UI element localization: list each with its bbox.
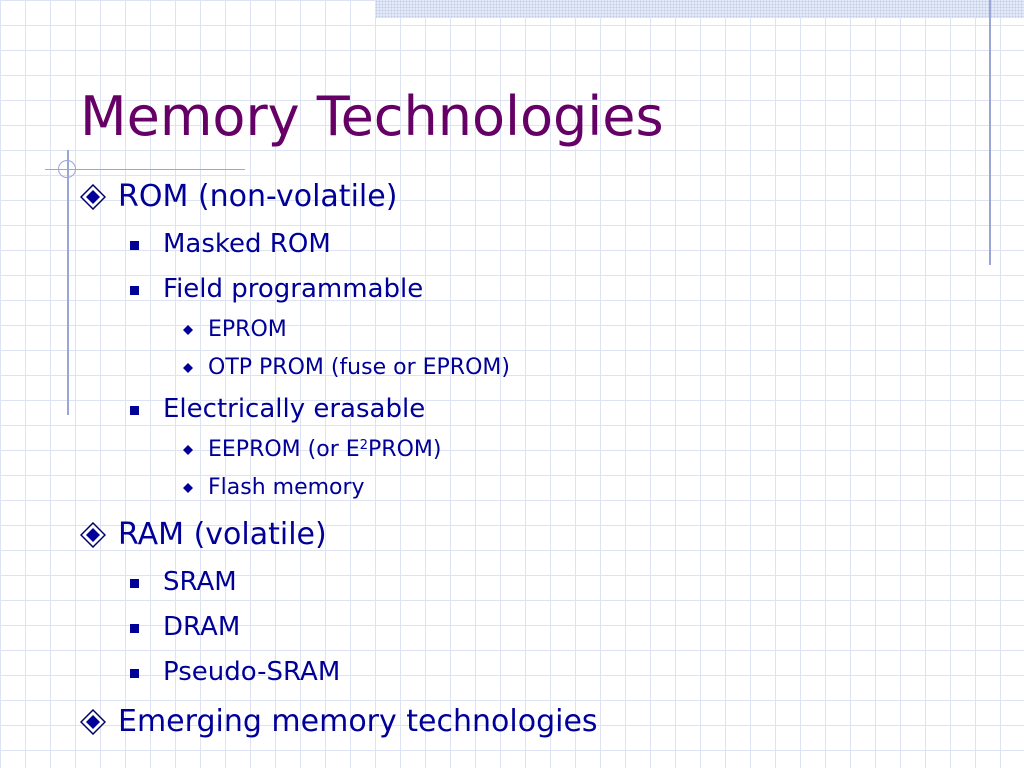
bullet-text: Emerging memory technologies [118,704,598,739]
square-bullet-icon [130,406,139,415]
slide-title: Memory Technologies [80,85,664,148]
decorative-vertical-line [989,0,991,265]
bullet-text: Masked ROM [163,229,331,259]
bullet-text: RAM (volatile) [118,517,327,552]
small-diamond-bullet-icon [183,325,193,335]
decorative-horizontal-line [45,169,245,170]
square-bullet-icon [130,286,139,295]
bullet-text: Electrically erasable [163,394,426,424]
bullet-text: EEPROM (or E2PROM) [208,437,442,462]
small-diamond-bullet-icon [183,363,193,373]
diamond-bullet-icon [80,522,106,548]
bullet-text: Flash memory [208,475,365,500]
bullet-text: EPROM [208,317,287,342]
bullet-text: Field programmable [163,274,424,304]
square-bullet-icon [130,669,139,678]
small-diamond-bullet-icon [183,483,193,493]
square-bullet-icon [130,241,139,250]
decorative-vertical-line [67,150,69,415]
bullet-text: DRAM [163,612,241,642]
bullet-text: OTP PROM (fuse or EPROM) [208,355,510,380]
diamond-bullet-icon [80,184,106,210]
bullet-text: ROM (non-volatile) [118,179,398,214]
decorative-ring-icon [58,160,76,178]
square-bullet-icon [130,624,139,633]
square-bullet-icon [130,579,139,588]
small-diamond-bullet-icon [183,445,193,455]
bullet-text: SRAM [163,567,237,597]
top-decorative-band [375,0,1024,18]
bullet-text: Pseudo-SRAM [163,657,341,687]
diamond-bullet-icon [80,709,106,735]
